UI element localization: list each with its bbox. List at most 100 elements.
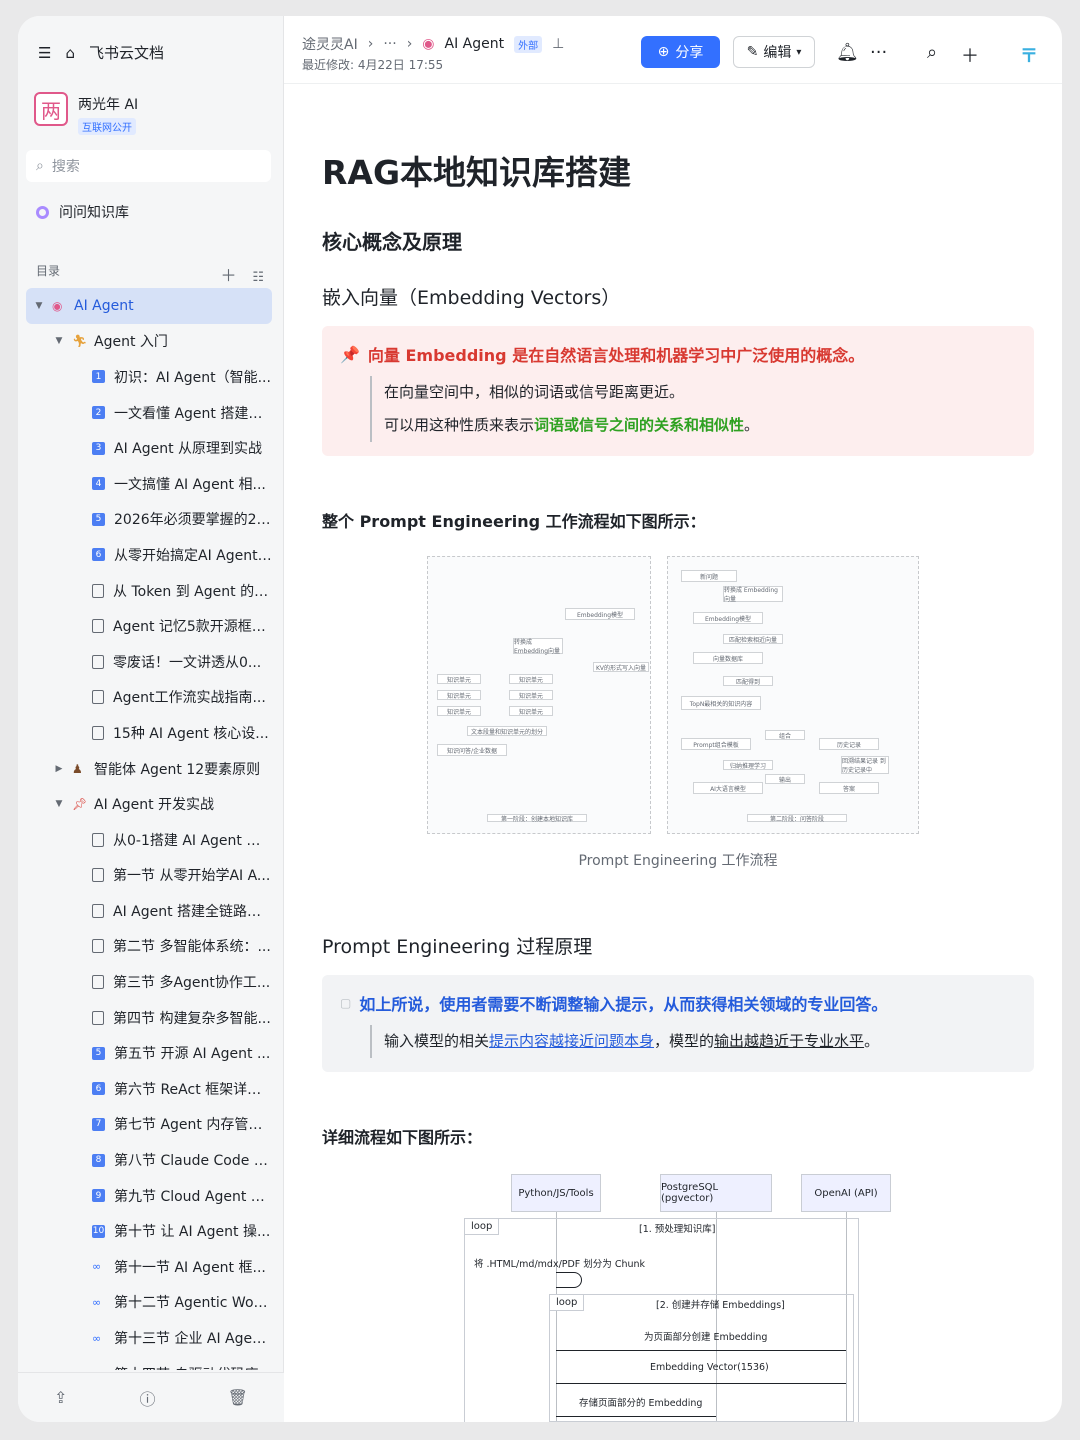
search-input[interactable]: ⌕ 搜索 [26, 150, 271, 182]
toc-item-label: AI Agent [74, 297, 134, 314]
bell-icon[interactable]: 🔔︎ [836, 42, 859, 63]
chevron-down-icon: ▾ [796, 46, 802, 58]
plus-icon[interactable]: ＋ [961, 46, 979, 67]
toc-item[interactable]: 15种 AI Agent 核心设... [26, 715, 272, 751]
toc-item[interactable]: ∞第十三节 企业 AI Agen... [26, 1320, 272, 1356]
share-button[interactable]: ⊕ 分享 [641, 36, 720, 68]
diagram-node: Embedding模型 [693, 612, 763, 624]
toc-item[interactable]: ∞第十四节 自驱动代码库... [26, 1356, 272, 1370]
toc-item[interactable]: ▼🏃︎Agent 入门 [26, 324, 272, 360]
link-icon: ∞ [92, 1260, 102, 1274]
outline-icon[interactable]: ☷ [252, 270, 264, 285]
app-name[interactable]: 飞书云文档 [88, 44, 164, 62]
chevron-right-icon: › [367, 36, 374, 52]
info-icon[interactable]: ⓘ [139, 1389, 156, 1409]
toc-item[interactable]: Agent 记忆5款开源框架... [26, 608, 272, 644]
breadcrumb-ellipsis[interactable]: ··· [383, 36, 397, 52]
more-icon[interactable]: ··· [870, 42, 888, 63]
diagram-node: 新问题 [681, 570, 737, 582]
loop-tag: loop [550, 1295, 585, 1311]
ask-knowledge-base[interactable]: 问问知识库 [36, 202, 129, 222]
message-embedding-vector: Embedding Vector(1536) [650, 1362, 769, 1373]
diagram-node: 第一阶段：创建本地知识库 [487, 814, 587, 823]
callout-link[interactable]: 提示内容越接近问题本身 [489, 1032, 655, 1050]
toc-item[interactable]: 第二节 多智能体系统：... [26, 929, 272, 965]
checkbox-icon: ▢ [340, 996, 352, 1010]
breadcrumb-current[interactable]: AI Agent [444, 36, 505, 52]
home-icon[interactable]: ⌂ [65, 43, 75, 62]
diagram-node: KV的形式写入向量 [593, 662, 649, 672]
toc-item[interactable]: 第四节 构建复杂多智能... [26, 1000, 272, 1036]
caret-right-icon[interactable]: ▶ [55, 763, 63, 774]
document-icon [92, 654, 104, 669]
flow-title: 整个 Prompt Engineering 工作流程如下图所示： [322, 512, 706, 531]
pushpin-icon: 📌 [340, 344, 360, 364]
loop-preprocess: loop [1. 预处理知识库] [464, 1218, 859, 1422]
toc-item[interactable]: ▼📌︎AI Agent 开发实战 [26, 786, 272, 822]
toc-item-label: 从0-1搭建 AI Agent 团... [113, 832, 272, 849]
caret-down-icon[interactable]: ▼ [55, 799, 63, 810]
pin-icon[interactable]: ⊥ [552, 36, 565, 52]
brand-logo-icon[interactable]: 〒 [1020, 46, 1038, 67]
callout-line-2-prefix: 可以用这种性质来表示 [384, 416, 535, 434]
callout-line-1: 在向量空间中，相似的词语或信号距离更近。 [384, 383, 685, 401]
share-out-icon[interactable]: ⇪ [54, 1388, 68, 1407]
ask-ai-icon [36, 205, 49, 219]
toc-item[interactable]: ▶♟智能体 Agent 12要素原则 [26, 751, 272, 787]
toc-item[interactable]: 从 Token 到 Agent 的完... [26, 573, 272, 609]
caret-down-icon[interactable]: ▼ [55, 336, 63, 347]
toc-item[interactable]: 第一节 从零开始学AI A... [26, 858, 272, 894]
toc-item[interactable]: AI Agent 搭建全链路教程 [26, 893, 272, 929]
number-badge-icon: 9 [92, 1189, 105, 1203]
diagram-node: Prompt组合模板 [681, 738, 751, 750]
toc-item-label: AI Agent 开发实战 [94, 797, 215, 814]
actor-postgres: PostgreSQL (pgvector) [660, 1174, 772, 1212]
space-card[interactable]: 两 两光年 AI 互联网公开 [34, 92, 138, 135]
number-badge-icon: 8 [92, 1153, 105, 1167]
lifeline-postgres [716, 1212, 717, 1422]
trash-icon[interactable]: 🗑 [227, 1388, 248, 1407]
toc-item[interactable]: ∞第十一节 AI Agent 框... [26, 1249, 272, 1285]
last-modified: 最近修改: 4月22日 17:55 [302, 58, 444, 72]
toc-item[interactable]: 第三节 多Agent协作工... [26, 964, 272, 1000]
loop-tag: loop [465, 1219, 500, 1235]
space-avatar: 两 [34, 92, 68, 126]
toc-item[interactable]: ∞第十二节 Agentic Work... [26, 1285, 272, 1321]
person-icon: ♟ [72, 761, 83, 776]
collapse-sidebar-icon[interactable]: ☰ [38, 43, 52, 62]
toc-item[interactable]: 从0-1搭建 AI Agent 团... [26, 822, 272, 858]
caret-down-icon[interactable]: ▼ [35, 300, 43, 311]
toc-item-label: Agent工作流实战指南... [113, 690, 266, 707]
search-icon[interactable]: ⌕ [927, 42, 938, 63]
target-icon: ◉ [422, 36, 435, 52]
document-icon [92, 619, 104, 634]
edit-button[interactable]: ✎ 编辑 ▾ [733, 36, 815, 68]
toc-item-label: Agent 记忆5款开源框架... [113, 619, 272, 636]
breadcrumb-root[interactable]: 途灵灵AI [302, 37, 358, 53]
toc-item[interactable]: 零废话！一文讲透从0... [26, 644, 272, 680]
add-icon[interactable]: ＋ [220, 266, 237, 285]
share-label: 分享 [675, 45, 704, 61]
callout-line: 输入模型的相关提示内容越接近问题本身，模型的输出越趋近于专业水平。 [384, 1025, 1014, 1058]
toc-item[interactable]: Agent工作流实战指南... [26, 680, 272, 716]
toc-item[interactable]: ▼◉AI Agent [26, 288, 272, 324]
toc-header: 目录 ＋ ☷ [36, 262, 264, 286]
diagram-node: 知识单元 [437, 706, 481, 716]
toc-item-label: 第十四节 自驱动代码库... [114, 1364, 272, 1370]
callout-part-3: ，模型的 [654, 1032, 715, 1050]
search-icon: ⌕ [36, 158, 44, 174]
sequence-diagram[interactable]: Python/JS/Tools PostgreSQL (pgvector) Op… [464, 1174, 904, 1422]
